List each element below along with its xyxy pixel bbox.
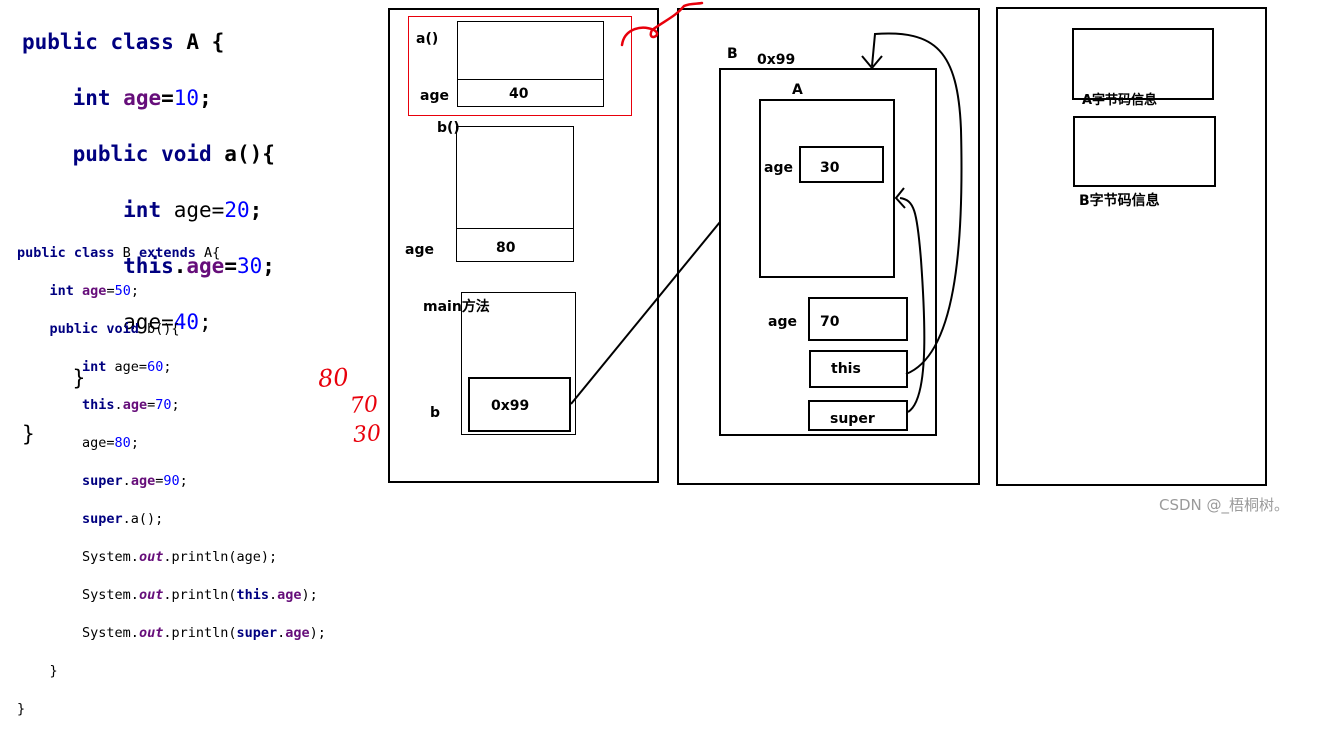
part-a-box	[759, 99, 895, 278]
frame-b-box	[456, 126, 574, 262]
class-b-line-10: System.out.println(this.age);	[82, 587, 318, 603]
frame-b-age-label: age	[405, 242, 434, 258]
frame-main-b-label: b	[430, 405, 441, 421]
class-b-line-7: super.age=90;	[82, 473, 188, 489]
class-a-line-6: age=40;	[123, 310, 212, 334]
class-a-line-1: public class A {	[22, 30, 225, 54]
class-b-line-2: int age=50;	[49, 283, 139, 299]
super-cell	[808, 400, 908, 431]
frame-b-label: b()	[437, 120, 460, 136]
class-b-line-6: age=80;	[82, 435, 139, 451]
own-age-label: age	[768, 314, 797, 330]
class-b-bytecode-label: B字节码信息	[1079, 193, 1160, 209]
class-b-code: public class B extends A{ int age=50; pu…	[17, 225, 326, 738]
frame-main-b-cell	[468, 377, 571, 432]
class-b-line-8: super.a();	[82, 511, 164, 527]
class-b-line-12: }	[49, 663, 58, 679]
frame-a-age-label: age	[420, 88, 449, 104]
class-a-line-3: public void a(){	[72, 142, 275, 166]
own-age-value: 70	[820, 314, 840, 330]
class-b-line-5: this.age=70;	[82, 397, 180, 413]
method-area-region	[996, 7, 1267, 486]
frame-main-label: main方法	[423, 299, 490, 315]
annotation-output-30: 30	[352, 421, 382, 448]
class-b-bytecode-box	[1073, 116, 1216, 187]
class-b-line-9: System.out.println(age);	[82, 549, 278, 565]
object-b-address: 0x99	[757, 52, 796, 68]
class-b-line-13: }	[17, 701, 26, 717]
object-b-label: B	[727, 46, 738, 62]
class-b-line-11: System.out.println(super.age);	[82, 625, 326, 641]
annotation-output-80: 80	[317, 362, 350, 394]
class-a-line-7: }	[72, 366, 86, 390]
frame-a-label: a()	[416, 31, 439, 47]
class-a-line-2: int age=10;	[72, 86, 212, 110]
frame-b-age-value: 80	[496, 240, 516, 256]
class-b-line-1: public class B extends A{	[17, 245, 221, 261]
part-a-age-value: 30	[820, 160, 840, 176]
class-b-line-4: int age=60;	[82, 359, 172, 375]
watermark: CSDN @_梧桐树。	[1159, 496, 1290, 514]
class-a-line-8: }	[22, 422, 35, 446]
frame-main-b-value: 0x99	[491, 398, 530, 414]
class-a-code: public class A { int age=10; public void…	[22, 0, 275, 476]
class-a-line-4: int age=20;	[123, 198, 263, 222]
frame-b-divider	[456, 228, 574, 229]
part-a-age-label: age	[764, 160, 793, 176]
frame-a-divider	[457, 79, 604, 80]
class-a-bytecode-box	[1072, 28, 1214, 100]
frame-a-age-value: 40	[509, 86, 529, 102]
this-label: this	[831, 361, 861, 377]
part-a-label: A	[792, 82, 803, 98]
part-a-age-cell	[799, 146, 884, 183]
frame-a-highlight	[408, 16, 632, 116]
annotation-output-70: 70	[349, 392, 379, 419]
class-a-bytecode-label: A字节码信息	[1082, 93, 1158, 108]
class-a-line-5: this.age=30;	[123, 254, 275, 278]
super-label: super	[830, 411, 875, 427]
class-b-line-3: public void b(){	[49, 321, 180, 337]
frame-a-box	[457, 21, 604, 107]
